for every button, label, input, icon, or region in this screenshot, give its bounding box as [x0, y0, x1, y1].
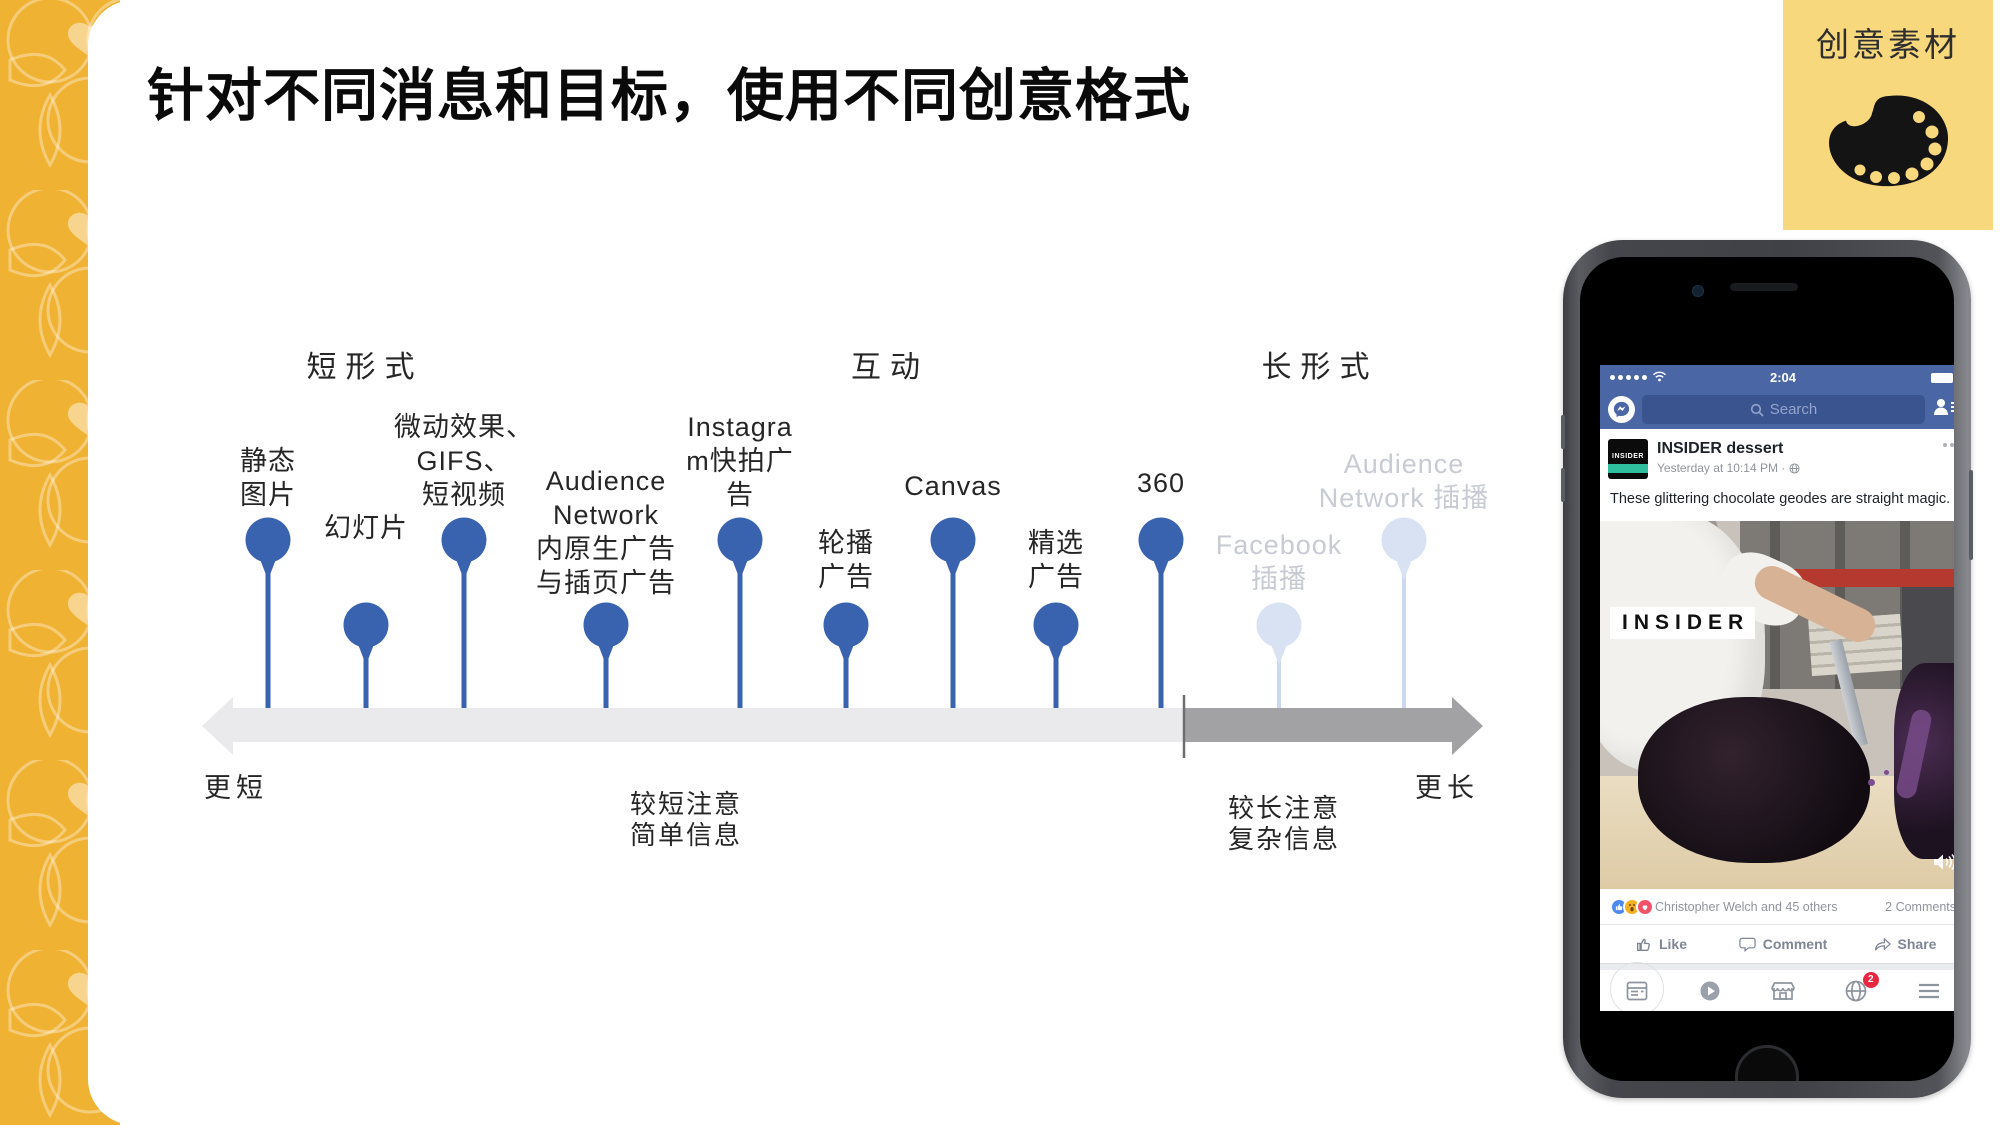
more-options-icon[interactable]	[1950, 443, 1954, 447]
timeline-pin	[717, 517, 763, 708]
wifi-icon	[1652, 369, 1667, 387]
phone-glass: 2:04 Search	[1580, 257, 1954, 1081]
tab-marketplace[interactable]	[1746, 980, 1819, 1002]
arrow-short-segment	[202, 697, 1183, 755]
timeline-pin	[583, 602, 629, 708]
pin-label-7: 精选 广告	[1028, 528, 1084, 592]
volume-down-button	[1561, 468, 1565, 502]
active-tab-ring	[1610, 962, 1664, 1011]
tab-menu[interactable]	[1893, 982, 1954, 1000]
post-text: These glittering chocolate geodes are st…	[1610, 491, 1951, 507]
like-button[interactable]: Like	[1600, 936, 1722, 953]
phone-screen: 2:04 Search	[1600, 365, 1954, 1011]
earpiece-speaker	[1730, 283, 1798, 291]
timeline-pin	[441, 517, 487, 708]
palette-icon	[1823, 92, 1953, 195]
note-short-attention: 较短注意 简单信息	[629, 789, 743, 850]
section-header-1: 互动	[851, 351, 929, 384]
section-header-2: 长形式	[1261, 351, 1379, 384]
timeline-pin	[1033, 602, 1079, 708]
battery-icon	[1931, 372, 1954, 383]
home-button[interactable]	[1735, 1045, 1799, 1081]
tab-notifications-globe[interactable]: 2	[1820, 971, 1893, 1003]
timeline-pin	[1256, 602, 1302, 708]
search-input[interactable]: Search	[1642, 395, 1925, 424]
post-author[interactable]: INSIDER dessert	[1657, 440, 1784, 457]
axis-label-shorter: 更短	[204, 773, 268, 803]
reaction-names[interactable]: Christopher Welch and 45 others	[1655, 899, 1838, 914]
creative-badge: 创意素材	[1783, 0, 1993, 230]
pin-label-4: Instagra m快拍广 告	[686, 412, 794, 510]
post-video[interactable]: INSIDER	[1600, 521, 1954, 889]
pin-label-3: Audience Network 内原生广告 与插页广告	[536, 466, 676, 598]
sound-toggle-icon[interactable]	[1932, 852, 1954, 877]
friend-requests-icon[interactable]	[1932, 397, 1954, 422]
arrow-long-segment	[1185, 697, 1483, 755]
reaction-summary: Christopher Welch and 45 others 2 Commen…	[1600, 889, 1954, 925]
tab-newsfeed[interactable]	[1600, 980, 1673, 1002]
pin-label-9: Facebook 插播	[1215, 530, 1343, 594]
avatar-brand-bar	[1608, 464, 1648, 473]
feed-divider	[1600, 963, 1954, 970]
notification-badge: 2	[1862, 971, 1879, 988]
globe-privacy-icon	[1789, 462, 1800, 474]
timeline-pin	[245, 517, 291, 708]
pin-label-0: 静态 图片	[240, 446, 296, 510]
signal-strength-icon	[1610, 375, 1647, 380]
status-time: 2:04	[1769, 370, 1797, 385]
pin-label-5: 轮播 广告	[818, 528, 874, 592]
page-title: 针对不同消息和目标，使用不同创意格式	[147, 64, 1191, 128]
pin-label-2: 微动效果、 GIFS、 短视频	[394, 412, 534, 510]
facebook-header: 2:04 Search	[1600, 365, 1954, 429]
section-header-0: 短形式	[306, 351, 424, 384]
pin-label-6: Canvas	[904, 471, 1002, 501]
insider-watermark: INSIDER	[1610, 607, 1756, 639]
video-chocolate-geode	[1638, 697, 1870, 863]
bottom-navigation: 2	[1600, 962, 1954, 1011]
note-long-attention: 较长注意 复杂信息	[1227, 793, 1341, 854]
pin-label-1: 幻灯片	[324, 513, 408, 543]
tab-watch[interactable]	[1673, 979, 1746, 1003]
timeline-pin	[343, 602, 389, 708]
timeline-pin	[1138, 517, 1184, 708]
post-header: INSIDER INSIDER dessert Yesterday at 10:…	[1600, 429, 1954, 487]
video-geode-right	[1894, 663, 1954, 859]
page-avatar[interactable]: INSIDER	[1608, 439, 1648, 479]
status-bar: 2:04	[1600, 365, 1954, 390]
axis-label-longer: 更长	[1415, 773, 1479, 803]
pin-label-10: Audience Network 插播	[1318, 449, 1490, 513]
volume-up-button	[1561, 415, 1565, 449]
timeline-pin	[930, 517, 976, 708]
love-reaction-icon	[1636, 897, 1654, 916]
pin-label-8: 360	[1136, 468, 1186, 498]
messenger-icon[interactable]	[1608, 396, 1635, 423]
timeline-pin	[1381, 517, 1427, 708]
comment-count[interactable]: 2 Comments	[1885, 899, 1954, 914]
search-placeholder: Search	[1769, 401, 1818, 418]
comment-button[interactable]: Comment	[1722, 936, 1844, 953]
power-button	[1969, 470, 1973, 560]
share-button[interactable]: Share	[1844, 936, 1954, 953]
front-camera	[1692, 285, 1704, 297]
phone-mockup: 2:04 Search	[1561, 240, 1973, 1098]
creative-badge-label: 创意素材	[1816, 26, 1960, 63]
timeline-pin	[823, 602, 869, 708]
post-timestamp: Yesterday at 10:14 PM ·	[1657, 461, 1800, 475]
